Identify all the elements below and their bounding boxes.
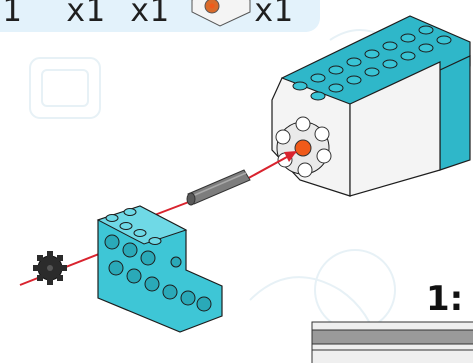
axle-icon	[187, 170, 250, 205]
motor-icon	[192, 0, 250, 26]
gear-icon	[33, 251, 67, 285]
motor-icon	[272, 16, 470, 196]
beam-icon	[98, 206, 222, 332]
scale-label: 1:	[426, 282, 463, 316]
scale-bar	[312, 322, 473, 363]
motor-port	[295, 140, 311, 156]
